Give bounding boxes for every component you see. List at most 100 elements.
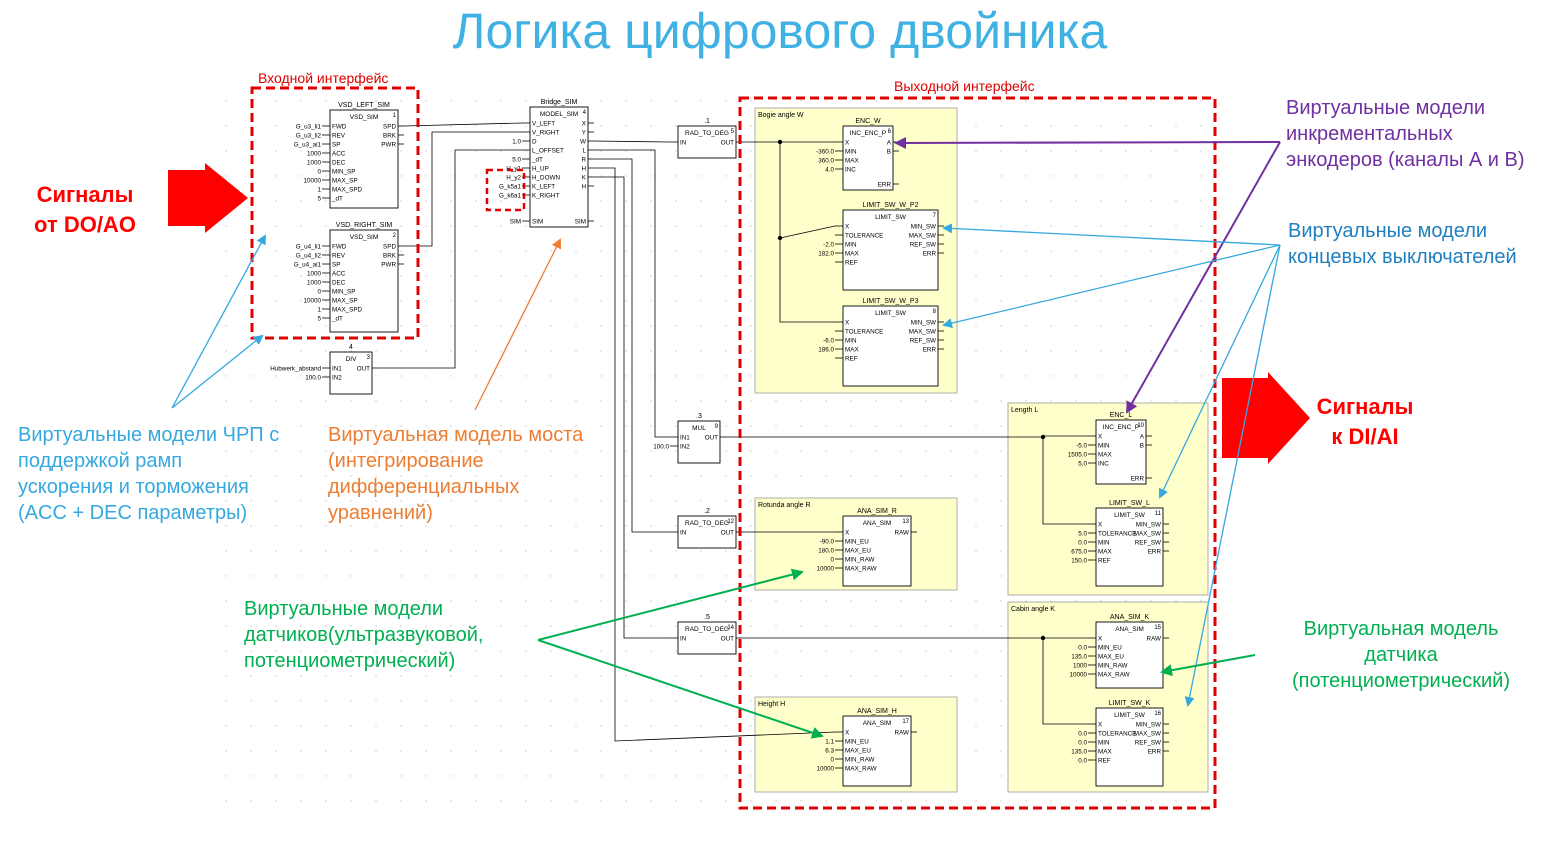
- input-pin-label: TOLERANCE: [845, 329, 883, 336]
- input-pin-label: MAX_SPD: [332, 187, 363, 194]
- block-ana_r-type: ANA_SIM: [863, 520, 892, 527]
- signals-in-arrow: [168, 163, 248, 233]
- input-pin-label: REV: [332, 253, 346, 260]
- block-lim_l-box[interactable]: [1095, 507, 1164, 587]
- block-rad3-title: .5: [704, 614, 710, 621]
- encoders-annotation-line: Виртуальные модели: [1286, 97, 1486, 119]
- input-pin-label: X: [1098, 522, 1103, 529]
- input-pin-label: IN: [680, 530, 687, 537]
- input-pin-label: TOLERANCE: [1098, 731, 1136, 738]
- input-pin-value: 10000: [816, 566, 834, 573]
- output-pin-label: ERR: [923, 251, 937, 258]
- signals-in-line: Сигналы: [36, 182, 134, 207]
- block-ana_h-box[interactable]: [842, 715, 912, 787]
- sensors-annotation-line: потенциометрический): [244, 650, 456, 672]
- bridge-annotation: Виртуальная модель моста (интегрирование…: [328, 422, 583, 526]
- wire-mul-lim: [1042, 437, 1088, 525]
- enc-arrow-1: [894, 136, 1281, 149]
- wire-vsd-left-to-bridge: [403, 122, 523, 127]
- block-enc_l[interactable]: ENC_LINC_ENC_P10XMIN-5.0MAX1505.0INC5.0A…: [1068, 412, 1152, 485]
- vsd-annotation-line: ускорения и торможения: [18, 476, 249, 498]
- signals-out-line: к DI/AI: [1331, 424, 1399, 449]
- block-vsd_left-box[interactable]: [329, 109, 399, 209]
- sensor-arrow-2: [537, 639, 824, 739]
- sim-pin-label: SIM: [532, 219, 543, 226]
- input-pin-value: G_u4_li2: [296, 253, 322, 260]
- input-pin-value: 360.0: [818, 158, 834, 165]
- block-mul-box[interactable]: [677, 420, 721, 464]
- limits-annotation-line: Виртуальные модели: [1288, 220, 1488, 242]
- input-pin-value: 10000: [1069, 672, 1087, 679]
- block-lim_k-box[interactable]: [1095, 707, 1164, 787]
- block-rad3-box[interactable]: [677, 621, 737, 655]
- input-pin-value: G_k5a1: [499, 184, 522, 191]
- block-enc_l-title: ENC_L: [1110, 412, 1133, 419]
- input-pin-value: 4.0: [825, 167, 834, 174]
- signals-out-arrow: [1222, 372, 1310, 464]
- sim-pin-value: SIM: [510, 219, 521, 226]
- block-div-box[interactable]: [329, 351, 373, 395]
- output-pin-label: X: [582, 121, 587, 128]
- output-pin-label: OUT: [357, 366, 370, 373]
- input-pin-label: MIN: [845, 149, 857, 156]
- input-pin-label: MIN: [845, 338, 857, 345]
- input-pin-value: G_u4_ai1: [294, 262, 322, 269]
- wire-rad1-lim3: [779, 238, 835, 323]
- input-pin-label: H_DOWN: [532, 175, 560, 182]
- block-ana_h-title: ANA_SIM_H: [857, 708, 897, 715]
- bridge-arrow: [474, 238, 561, 411]
- input-pin-label: SP: [332, 142, 340, 149]
- output-pin-label: ERR: [923, 347, 937, 354]
- input-pin-label: X: [1098, 434, 1103, 441]
- output-pin-label: ERR: [1148, 549, 1162, 556]
- input-pin-label: MAX: [1098, 749, 1112, 756]
- block-bridge-number: 4: [583, 110, 587, 116]
- input-interface-label: Входной интерфейс: [258, 70, 389, 86]
- input-pin-value: 675.0: [1071, 549, 1087, 556]
- block-ana_k-box[interactable]: [1095, 621, 1164, 689]
- block-bridge-box[interactable]: [529, 106, 589, 228]
- block-vsd_right-box[interactable]: [329, 229, 399, 333]
- block-enc_l-box[interactable]: [1095, 419, 1147, 485]
- input-pin-label: X: [845, 730, 850, 737]
- bridge-annotation-line: уравнений): [328, 502, 433, 524]
- input-pin-label: K_RIGHT: [532, 193, 559, 200]
- block-lim_w3-box[interactable]: [842, 305, 939, 387]
- output-pin-label: OUT: [721, 140, 734, 147]
- input-pin-label: H_UP: [532, 166, 549, 173]
- input-pin-label: TOLERANCE: [1098, 531, 1136, 538]
- block-lim_w2-box[interactable]: [842, 209, 939, 291]
- input-pin-value: 180.0: [818, 548, 834, 555]
- wire-junction: [1040, 434, 1046, 440]
- block-enc_w-box[interactable]: [842, 125, 894, 191]
- block-enc_w-number: 6: [888, 129, 892, 135]
- input-pin-value: G_u3_li1: [296, 124, 322, 131]
- block-ana_r-box[interactable]: [842, 515, 912, 587]
- input-pin-value: 10000: [303, 178, 321, 185]
- output-pin-label: B: [1140, 443, 1144, 450]
- encoders-annotation-line: инкрементальных: [1286, 123, 1453, 145]
- input-pin-value: 150.0: [1071, 558, 1087, 565]
- output-pin-label: Y: [582, 130, 587, 137]
- output-pin-label: PWR: [381, 262, 396, 269]
- input-pin-value: 5.0: [1078, 461, 1087, 468]
- output-pin-label: OUT: [705, 435, 718, 442]
- wire-bridge-l: [594, 149, 670, 438]
- block-lim_w3-title: LIMIT_SW_W_P3: [862, 298, 918, 305]
